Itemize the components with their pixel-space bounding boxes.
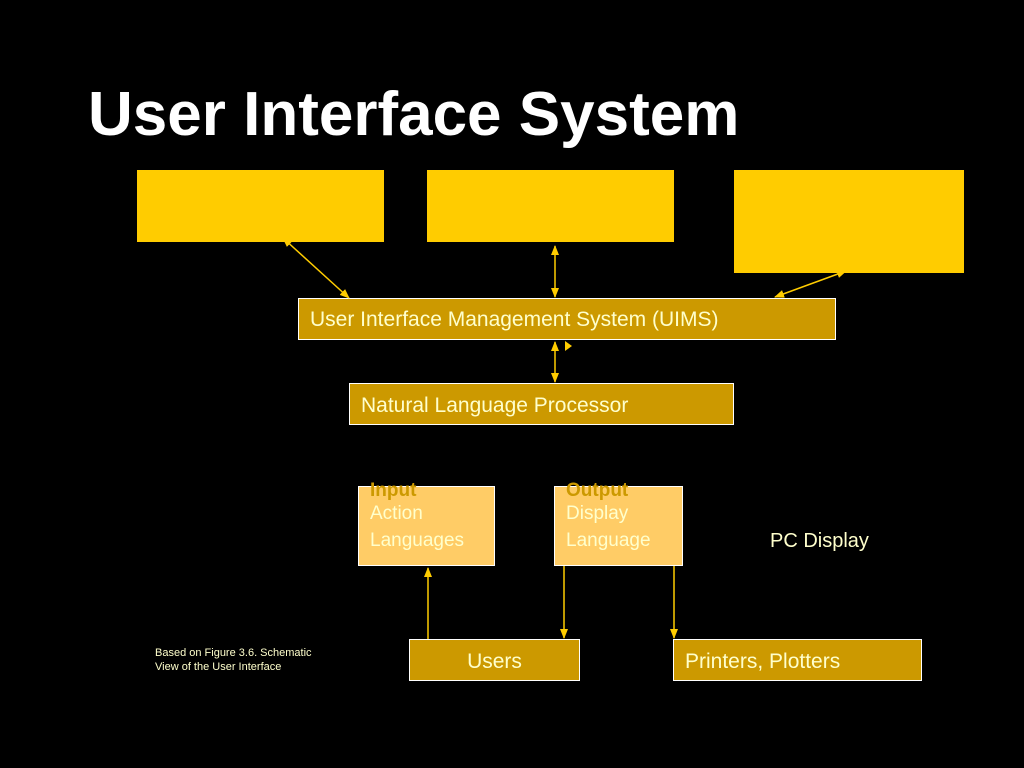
slide-title: User Interface System [88,80,740,149]
printers-label: Printers, Plotters [685,650,841,673]
input-line-2: Languages [370,530,465,551]
output-line-2: Language [566,530,651,551]
users-label: Users [467,650,522,673]
top-box-center [427,170,674,242]
users-box: Users [409,639,580,681]
input-box: Input Action Languages [358,481,495,566]
input-heading: Input [370,480,417,501]
footnote: Based on Figure 3.6. Schematic View of t… [155,647,312,673]
arrow-left-box-uims [282,237,350,299]
nlp-box: Natural Language Processor [349,383,734,425]
uims-box: User Interface Management System (UIMS) [298,298,836,340]
nlp-label: Natural Language Processor [361,394,629,417]
pc-display-label: PC Display [770,530,869,552]
uims-label: User Interface Management System (UIMS) [310,308,719,331]
top-box-right [734,170,964,273]
small-triangle-marker [565,341,572,351]
printers-box: Printers, Plotters [673,639,922,681]
input-line-1: Action [370,503,423,524]
output-heading: Output [566,480,629,501]
top-box-left [137,170,384,242]
output-box: Output Display Language [554,481,683,566]
arrow-right-box-uims [774,270,847,298]
output-line-1: Display [566,503,629,524]
